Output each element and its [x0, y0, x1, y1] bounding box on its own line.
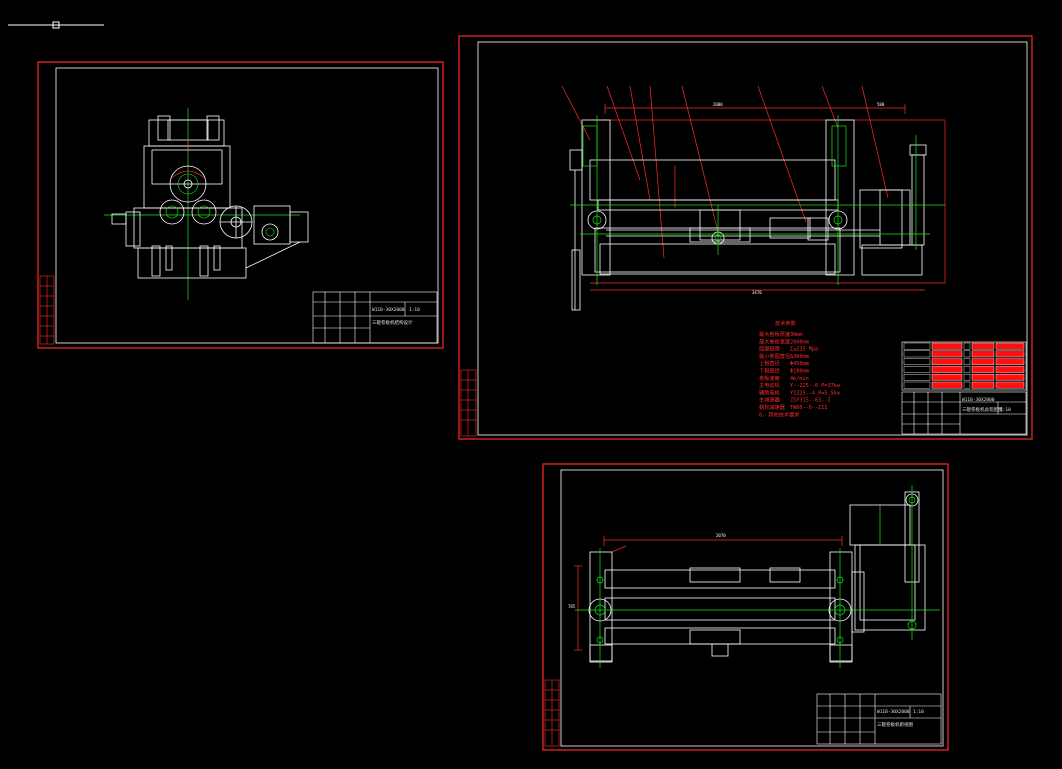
tech-spec-value: 30mm	[790, 332, 803, 338]
binding-strip	[460, 369, 477, 437]
parts-cell	[931, 366, 963, 373]
front-view-drawing: 2000 580 3470	[561, 85, 946, 311]
sheet-top-view[interactable]: 2070 785	[542, 463, 949, 751]
tech-spec-value: Y132S--4 P=5.5kw	[790, 390, 841, 396]
sheet-outer-frame	[37, 61, 444, 349]
tech-spec-label: 8. 其他技术要求	[759, 410, 800, 418]
tech-spec-value: Y--225--6 P=37kw	[790, 383, 841, 389]
tech-spec-label: 辅助电机	[759, 388, 781, 396]
parts-cell	[903, 381, 931, 389]
parts-cell	[971, 342, 995, 350]
parts-cell	[903, 350, 931, 358]
tech-spec-label: 最小卷圆直径	[759, 352, 790, 360]
parts-cell	[963, 350, 971, 358]
drawing-number: W11B-30X2000	[877, 709, 910, 715]
drawing-scale: 1:10	[409, 307, 420, 313]
parts-cell	[995, 366, 1025, 373]
tech-spec-value: Σ≤235 Mpa	[790, 347, 818, 353]
tech-spec-label: 主减速器	[759, 396, 781, 404]
binding-strip	[544, 679, 560, 747]
tech-spec-value: 2000mm	[790, 339, 809, 345]
parts-cell	[971, 381, 995, 389]
parts-cell	[971, 374, 995, 381]
parts-cell	[931, 381, 963, 389]
tech-spec-label: 蜗轮减速器	[759, 403, 786, 411]
tech-spec-label: 最大卷板厚度	[759, 330, 790, 338]
tech-spec-label: 上辊直径	[759, 359, 780, 367]
sheet-inner-frame	[560, 469, 944, 747]
dim-label: 2070	[716, 533, 726, 538]
top-view-drawing: 2070 785	[568, 485, 940, 668]
parts-cell	[971, 350, 995, 358]
parts-cell	[903, 342, 931, 350]
drawing-name: 三辊卷板机俯视图	[877, 721, 913, 728]
parts-cell	[963, 381, 971, 389]
parts-cell	[903, 358, 931, 366]
tech-spec-value: Φ180mm	[790, 369, 809, 375]
tech-spec-label: 最大卷板宽度	[759, 337, 790, 345]
sheet-outer-frame	[458, 35, 1033, 440]
ucs-cursor-icon	[8, 21, 104, 29]
tech-spec-label: 卷板速度	[759, 374, 780, 382]
tech-spec-label: 主电动机	[759, 381, 781, 389]
tech-spec-heading: 技术参数	[775, 319, 797, 327]
drawing-name: 三辊卷板机总装配图	[962, 406, 1003, 413]
dim-label: 2000	[713, 102, 723, 107]
title-block[interactable]: W11B-30X2000 三辊卷板机俯视图 1:10	[816, 693, 942, 745]
parts-list-rows	[903, 342, 1025, 389]
sheet-side-view[interactable]: W11B-30X2000 三辊卷板机结构设计 1:10	[37, 61, 444, 349]
binding-strip	[39, 275, 55, 345]
tech-spec-value: ZSY315--63--I	[790, 398, 831, 404]
parts-list[interactable]	[901, 341, 1027, 391]
parts-cell	[963, 374, 971, 381]
tech-spec-value: Δ300mm	[790, 354, 809, 360]
parts-cell	[963, 366, 971, 373]
parts-cell	[931, 342, 963, 350]
tech-spec-value: Φ450mm	[790, 361, 809, 367]
parts-cell	[995, 342, 1025, 350]
title-block[interactable]: W11B-30X2000 三辊卷板机总装配图 1:10	[901, 391, 1027, 435]
title-block[interactable]: W11B-30X2000 三辊卷板机结构设计 1:10	[312, 291, 438, 344]
drawing-name: 三辊卷板机结构设计	[372, 319, 413, 326]
drawing-number: W11B-30X2000	[372, 307, 405, 313]
tech-spec-value: TW60--6--III	[790, 405, 827, 411]
parts-cell	[963, 358, 971, 366]
parts-cell	[971, 366, 995, 373]
parts-cell	[903, 374, 931, 381]
side-view-drawing	[104, 108, 309, 300]
drawing-number: W11B-30X2000	[962, 397, 995, 403]
parts-cell	[995, 381, 1025, 389]
parts-cell	[971, 358, 995, 366]
drawing-scale: 1:10	[1000, 407, 1011, 413]
parts-cell	[931, 374, 963, 381]
sheet-outer-frame	[542, 463, 949, 751]
parts-cell	[995, 350, 1025, 358]
parts-cell	[903, 366, 931, 373]
tech-spec-label: 下辊直径	[759, 367, 780, 375]
parts-cell	[995, 374, 1025, 381]
dim-label: 3470	[752, 290, 762, 295]
tech-spec-value: 4m/min	[790, 376, 809, 382]
parts-cell	[931, 350, 963, 358]
tech-spec-label: 屈服极限	[759, 345, 780, 353]
parts-cell	[963, 342, 971, 350]
sheet-inner-frame	[477, 41, 1028, 436]
dim-label: 580	[877, 102, 885, 107]
parts-cell	[931, 358, 963, 366]
sheet-front-view[interactable]: 2000 580 3470	[458, 35, 1033, 440]
dim-label: 785	[568, 604, 576, 609]
drawing-scale: 1:10	[913, 709, 924, 715]
sheet-inner-frame	[55, 67, 439, 344]
parts-cell	[995, 358, 1025, 366]
